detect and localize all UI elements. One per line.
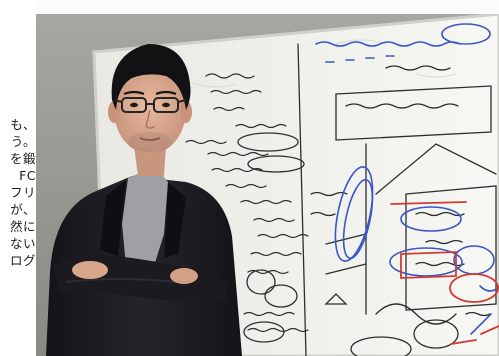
person-right-hand <box>170 268 198 284</box>
person-left-brow <box>123 90 145 96</box>
article-text-line: フリ <box>9 185 36 200</box>
person-neck <box>134 146 166 176</box>
person-shirt <box>122 172 168 266</box>
person-right-brow <box>155 90 177 96</box>
person-left-eye <box>130 102 138 108</box>
whiteboard-blue-notes <box>315 23 499 335</box>
portrait-photo <box>36 14 499 356</box>
person-stubble <box>128 132 172 152</box>
article-text-line: 然に <box>9 219 36 234</box>
article-text-line: う。 <box>10 134 36 149</box>
photo-illustration <box>36 14 499 356</box>
person-arm-fold <box>65 278 177 283</box>
whiteboard-black-notes <box>177 43 497 356</box>
person-right-ear <box>180 101 192 123</box>
person-hair <box>111 44 191 110</box>
person-left-lapel <box>100 180 126 256</box>
person-right-lapel <box>164 182 186 258</box>
whiteboard-red-notes <box>390 201 499 345</box>
article-text-line: が、 <box>10 202 36 217</box>
article-text-column: も、 う。 を鍛 FC フリ が、 然に ない ログ <box>0 0 36 356</box>
article-text-line: ない <box>9 236 36 251</box>
article-text-line: を鍛 <box>9 151 36 166</box>
person-left-ear <box>108 101 120 123</box>
article-text-line: も、 <box>10 117 36 132</box>
article-text-line: FC <box>19 168 36 183</box>
person-right-eye <box>162 102 170 108</box>
article-text-line: ログ <box>9 253 36 268</box>
person-nose <box>145 109 156 129</box>
eyeglasses-icon <box>113 97 187 113</box>
person-left-hand <box>72 261 108 279</box>
person-mouth <box>139 137 161 141</box>
